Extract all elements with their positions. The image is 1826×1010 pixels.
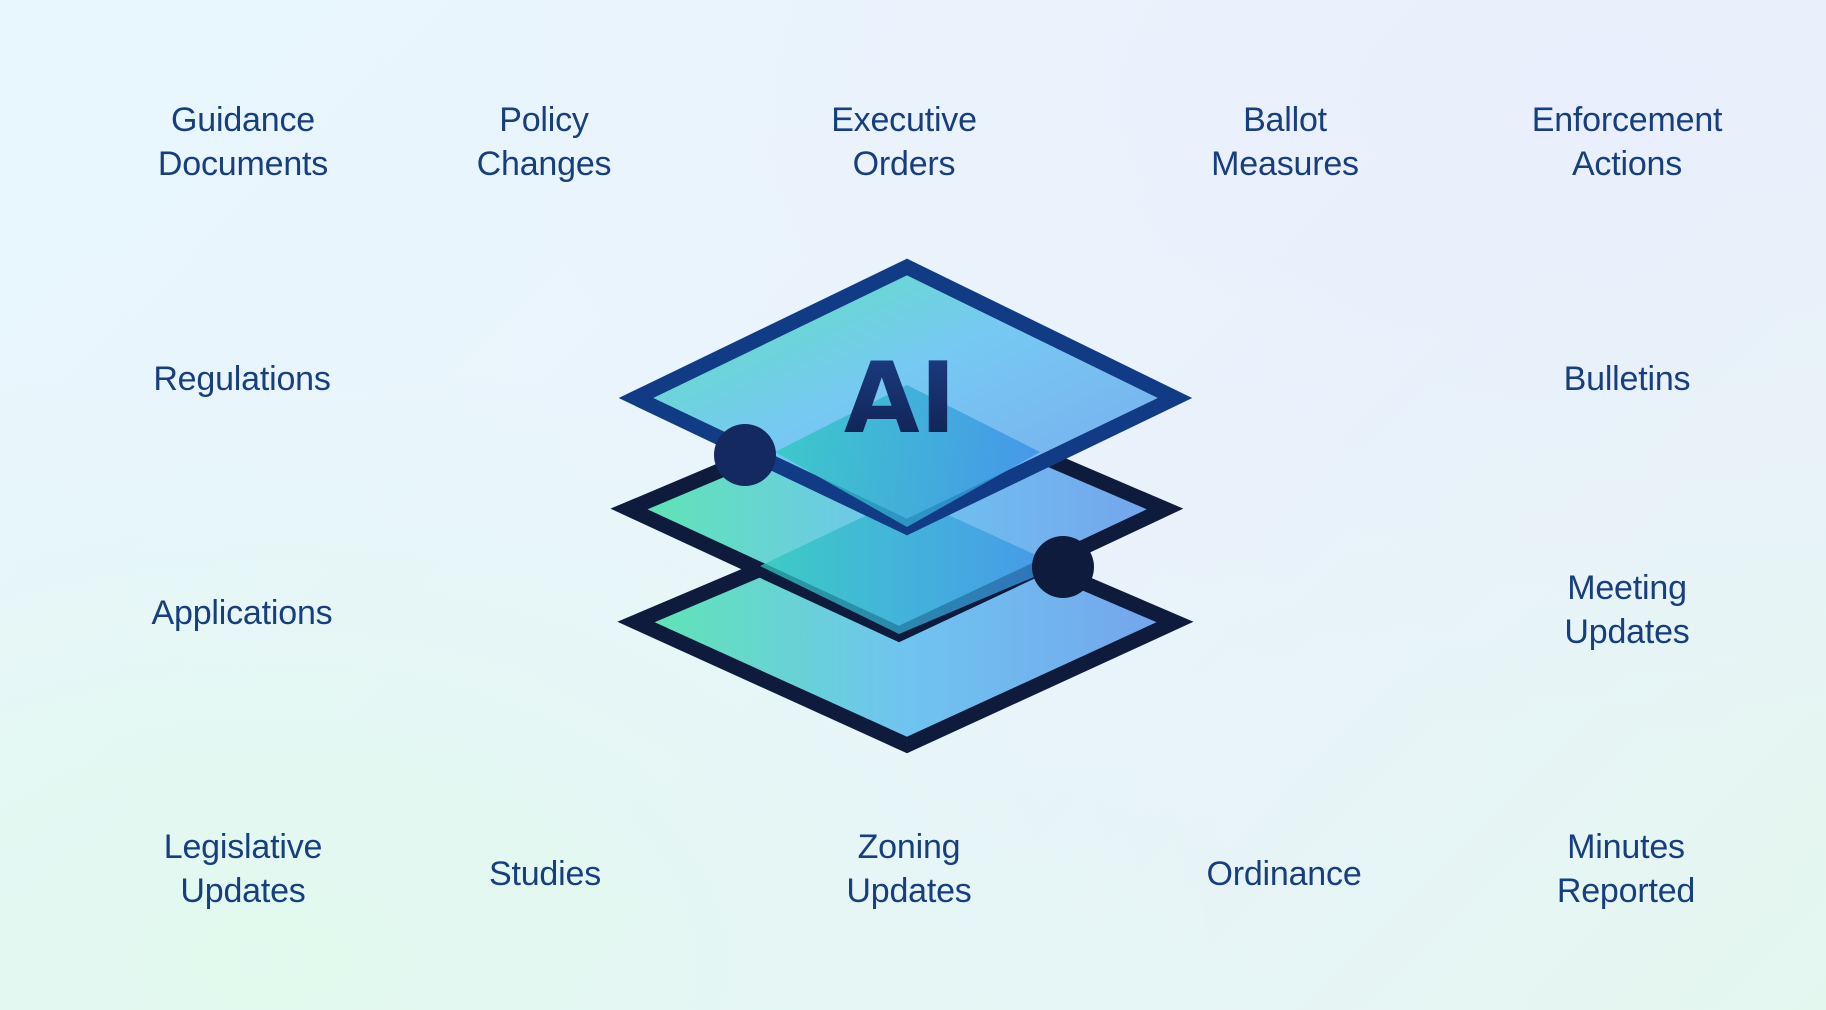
label-minutes-reported: Minutes Reported (1556, 828, 1696, 910)
label-studies: Studies (488, 855, 602, 893)
connector-node-left (714, 424, 776, 486)
label-applications: Applications (151, 594, 333, 632)
label-policy-changes: Policy Changes (476, 101, 612, 183)
label-ordinance: Ordinance (1206, 855, 1362, 893)
label-regulations: Regulations (153, 360, 331, 398)
label-guidance-documents: Guidance Documents (157, 101, 329, 183)
label-enforcement-actions: Enforcement Actions (1531, 101, 1723, 183)
label-meeting-updates: Meeting Updates (1564, 569, 1690, 651)
label-zoning-updates: Zoning Updates (846, 828, 972, 910)
connector-node-right (1032, 536, 1094, 598)
label-executive-orders: Executive Orders (831, 101, 977, 183)
label-bulletins: Bulletins (1563, 360, 1691, 398)
ai-title: AI (844, 342, 956, 456)
label-legislative-updates: Legislative Updates (163, 828, 323, 910)
label-ballot-measures: Ballot Measures (1211, 101, 1359, 183)
